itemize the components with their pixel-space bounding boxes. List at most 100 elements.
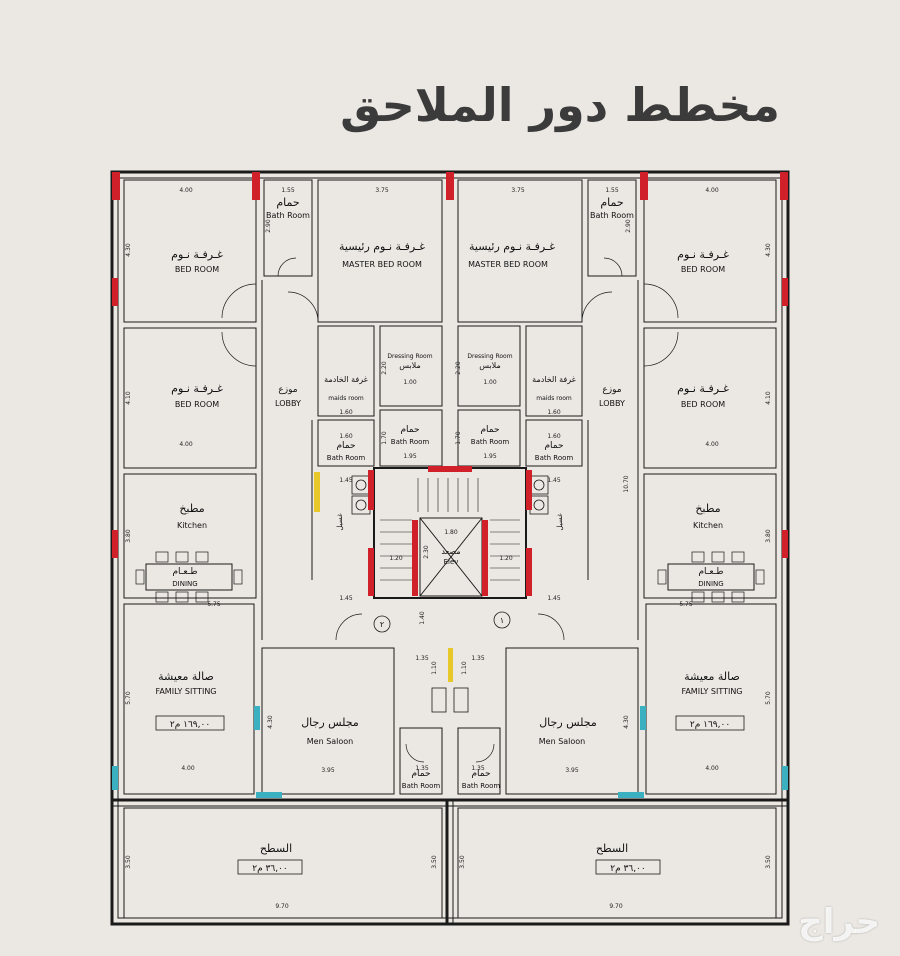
right-saloon <box>505 647 639 795</box>
right-dressing-ar: ملابس <box>479 361 500 370</box>
left-kitchen-en: Kitchen <box>177 521 207 530</box>
dim-right-family-height: 5.70 <box>765 691 772 705</box>
right-family-area: ١٦٩,٠٠ م٢ <box>690 720 730 730</box>
dim-left-saloon-height: 4.30 <box>267 715 274 729</box>
right-bath-1-ar: حمام <box>600 196 623 209</box>
plan-title: مخطط دور الملاحق <box>340 78 780 132</box>
right-bedroom-1 <box>643 179 777 323</box>
right-maid <box>525 325 583 417</box>
right-bath-4-en: Bath Room <box>462 782 501 790</box>
dim-left-bath4-width: 1.35 <box>415 765 429 772</box>
right-dining-ar: طـعـام <box>698 567 723 577</box>
left-family-area: ١٦٩,٠٠ م٢ <box>170 720 210 730</box>
dim-right-laundry-width: 1.45 <box>547 477 561 484</box>
left-lobby-ar: موزع <box>278 385 297 395</box>
left-bedroom-1-ar: غـرفـة نـوم <box>171 248 223 261</box>
right-kitchen <box>643 473 777 599</box>
dim-left-bath3-height: 1.70 <box>381 431 388 445</box>
left-bath-4 <box>399 727 443 795</box>
left-bath-2-ar: حمام <box>336 441 355 451</box>
dim-right-roof-width: 9.70 <box>609 903 623 910</box>
left-maid <box>317 325 375 417</box>
dim-left-ac-height: 1.10 <box>431 661 438 675</box>
right-family-ar: صالة معيشة <box>684 670 740 683</box>
elevator-en: Elev <box>444 558 459 566</box>
dim-left-family-width: 4.00 <box>181 765 195 772</box>
right-bedroom-1-ar: غـرفـة نـوم <box>677 248 729 261</box>
dim-elevator-width: 1.80 <box>444 529 458 536</box>
left-dressing <box>379 325 443 407</box>
dim-left-bath2-width: 1.60 <box>339 433 353 440</box>
left-laundry-ar: غسيل <box>336 513 344 531</box>
right-bath-2-ar: حمام <box>544 441 563 451</box>
dim-right-lobby-length: 10.70 <box>623 475 630 492</box>
left-bedroom-2-ar: غـرفـة نـوم <box>171 382 223 395</box>
left-roof-ar: السطح <box>260 842 292 855</box>
left-master-ar: غـرفـة نـوم رئيسية <box>339 240 425 253</box>
left-bath-3-en: Bath Room <box>391 438 430 446</box>
dim-right-saloon-height: 4.30 <box>623 715 630 729</box>
dim-right-saloon-width: 3.95 <box>565 767 579 774</box>
dim-right-bed2-width: 4.00 <box>705 441 719 448</box>
dim-right-bath-height: 2.90 <box>625 219 632 233</box>
dim-left-kitchen-width: 5.75 <box>207 601 221 608</box>
dim-left-saloon-width: 3.95 <box>321 767 335 774</box>
left-maid-en: maids room <box>328 395 364 402</box>
entry-1-label: ١ <box>500 616 504 625</box>
right-dressing <box>457 325 521 407</box>
dim-left-bed-height: 4.30 <box>125 243 132 257</box>
left-saloon <box>261 647 395 795</box>
left-bedroom-1 <box>123 179 257 323</box>
right-bath-4 <box>457 727 501 795</box>
dim-left-bath-width: 1.55 <box>281 187 295 194</box>
dim-right-bath3-width: 1.95 <box>483 453 497 460</box>
dim-left-lobby-width: 1.35 <box>415 655 429 662</box>
right-bedroom-2-en: BED ROOM <box>681 400 725 409</box>
dim-right-roof-height-2: 3.50 <box>765 855 772 869</box>
left-bath-2 <box>317 419 375 467</box>
left-family-ar: صالة معيشة <box>158 670 214 683</box>
dim-left-bed2-width: 4.00 <box>179 441 193 448</box>
dim-right-kitchen-height: 3.80 <box>765 529 772 543</box>
left-maid-ar: غرفة الخادمة <box>324 375 368 384</box>
dim-right-dressing-width: 1.00 <box>483 379 497 386</box>
left-dining-en: DINING <box>172 580 197 588</box>
left-family <box>123 603 255 795</box>
right-roof-area: ٣٦,٠٠ م٢ <box>610 864 645 874</box>
right-kitchen-ar: مطبخ <box>695 502 720 515</box>
dim-left-family-height: 5.70 <box>125 691 132 705</box>
left-lobby-en: LOBBY <box>275 399 301 408</box>
left-roof <box>123 807 443 919</box>
dim-left-corridor-width: 1.45 <box>339 595 353 602</box>
dim-right-maid-width: 1.60 <box>547 409 561 416</box>
dim-left-stair-width: 1.20 <box>389 555 403 562</box>
left-bath-4-ar: حمام <box>411 769 430 779</box>
dim-left-roof-height: 3.50 <box>125 855 132 869</box>
dim-right-bath4-width: 1.35 <box>471 765 485 772</box>
left-bedroom-1-en: BED ROOM <box>175 265 219 274</box>
left-saloon-ar: مجلس رجال <box>301 716 359 729</box>
right-saloon-ar: مجلس رجال <box>539 716 597 729</box>
right-maid-en: maids room <box>536 395 572 402</box>
dim-left-bath-height: 2.90 <box>265 219 272 233</box>
right-family <box>645 603 777 795</box>
right-bath-3-en: Bath Room <box>471 438 510 446</box>
right-bath-3 <box>457 409 521 467</box>
dim-right-bed-width: 4.00 <box>705 187 719 194</box>
dim-right-bath2-width: 1.60 <box>547 433 561 440</box>
dim-right-ac-height: 1.10 <box>461 661 468 675</box>
dim-left-kitchen-height: 3.80 <box>125 529 132 543</box>
left-dressing-en: Dressing Room <box>387 353 432 360</box>
right-bath-1 <box>587 179 637 277</box>
dim-right-bed2-height: 4.10 <box>765 391 772 405</box>
right-bath-2-en: Bath Room <box>535 454 574 462</box>
right-roof-ar: السطح <box>596 842 628 855</box>
dim-left-master-width: 3.75 <box>375 187 389 194</box>
dim-right-kitchen-width: 5.75 <box>679 601 693 608</box>
left-roof-area: ٣٦,٠٠ م٢ <box>252 864 287 874</box>
dim-left-roof-height-2: 3.50 <box>431 855 438 869</box>
left-master-en: MASTER BED ROOM <box>342 260 422 269</box>
left-bath-1-ar: حمام <box>276 196 299 209</box>
dim-left-dressing-width: 1.00 <box>403 379 417 386</box>
